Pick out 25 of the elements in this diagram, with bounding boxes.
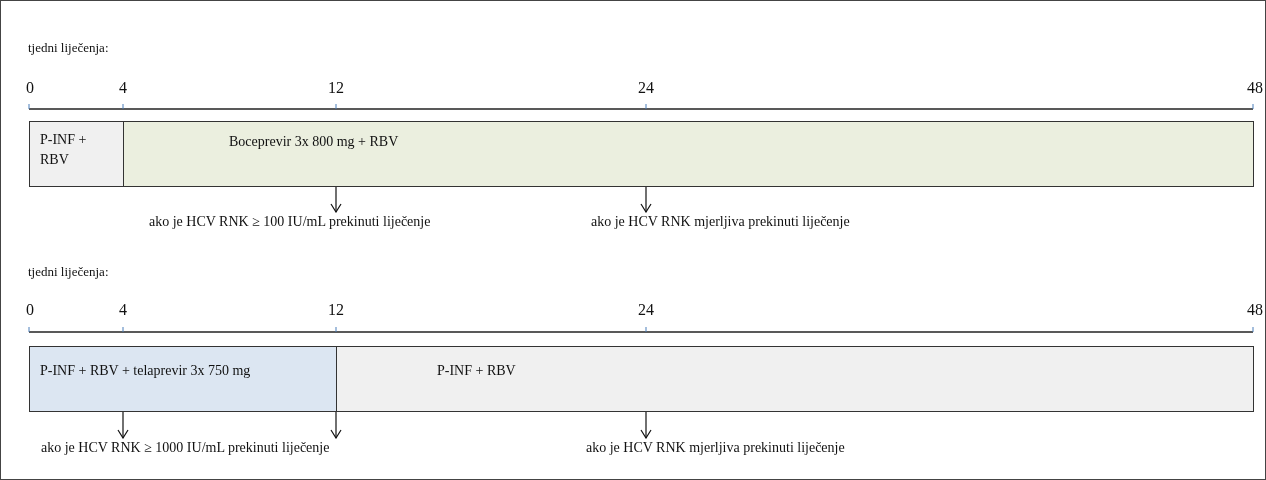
- week-number: 0: [26, 79, 34, 97]
- arrow: [117, 411, 129, 439]
- axis-title: tjedni liječenja:: [28, 39, 109, 57]
- week-number: 24: [638, 301, 654, 319]
- week-number: 4: [119, 79, 127, 97]
- treatment-bar: P-INF + RBV + telaprevir 3x 750 mg: [29, 346, 337, 412]
- axis-title: tjedni liječenja:: [28, 263, 109, 281]
- treatment-bar: Boceprevir 3x 800 mg + RBV: [123, 121, 1254, 187]
- stop-rule-note: ako je HCV RNK ≥ 100 IU/mL prekinuti liječenje: [149, 213, 431, 231]
- week-number: 48: [1247, 301, 1263, 319]
- stop-rule-note: ako je HCV RNK mjerljiva prekinuti liječenje: [586, 439, 845, 457]
- week-number: 12: [328, 301, 344, 319]
- arrow: [330, 186, 342, 213]
- arrow: [330, 411, 342, 439]
- week-number: 24: [638, 79, 654, 97]
- treatment-bar: P-INF + RBV: [336, 346, 1254, 412]
- week-number: 0: [26, 301, 34, 319]
- arrow: [640, 186, 652, 213]
- stop-rule-note: ako je HCV RNK ≥ 1000 IU/mL prekinuti liječenje: [41, 439, 330, 457]
- week-number: 12: [328, 79, 344, 97]
- stop-rule-note: ako je HCV RNK mjerljiva prekinuti liječenje: [591, 213, 850, 231]
- week-number: 4: [119, 301, 127, 319]
- week-number: 48: [1247, 79, 1263, 97]
- arrow: [640, 411, 652, 439]
- treatment-bar: P-INF + RBV: [29, 121, 124, 187]
